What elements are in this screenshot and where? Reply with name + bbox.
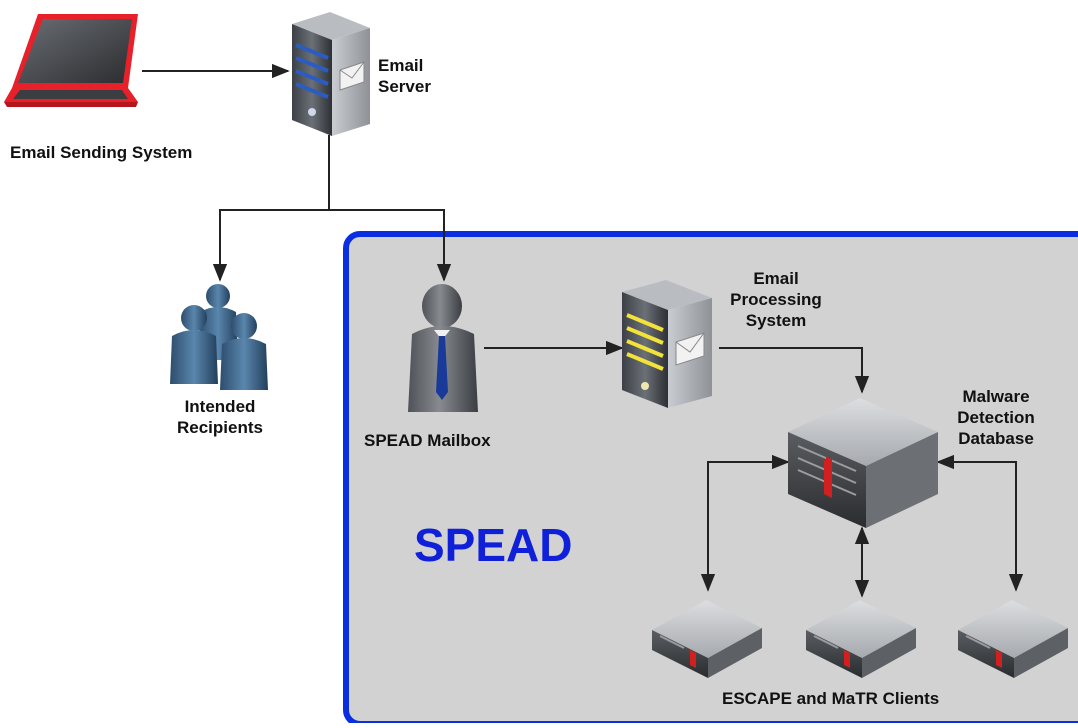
malware-label-line3: Database [958,429,1034,448]
recipients-label: Intended Recipients [160,396,280,438]
processing-label-line1: Email [753,269,799,288]
email-server-icon [622,280,712,408]
clients-label: ESCAPE and MaTR Clients [722,689,940,708]
recipients-label-line2: Recipients [177,418,263,437]
laptop-icon [4,14,138,107]
arrow-database-client-left [700,454,790,592]
rack-server-icon [958,600,1068,678]
arrow-database-client-right [936,454,1024,592]
region-title: SPEAD [414,519,573,571]
sender-label: Email Sending System [10,143,193,162]
database-server-icon [788,398,938,528]
malware-label-line2: Detection [957,408,1035,427]
server-label-line2: Server [378,77,431,96]
arrow-to-mailbox [329,209,452,282]
recipients-label-line1: Intended [184,397,256,416]
processing-label-line3: System [745,311,807,330]
server-label: Email Server [378,55,431,97]
email-server-icon [292,12,370,136]
connectors [142,63,1024,598]
mailbox-label: SPEAD Mailbox [364,431,491,450]
malware-label-line1: Malware [962,387,1030,406]
people-group-icon [170,284,268,390]
arrow-processing-to-database [719,347,870,394]
rack-server-icon [652,600,762,678]
rack-server-icon [806,600,916,678]
server-label-line1: Email [378,56,424,75]
processing-label-line2: Processing [730,290,822,309]
malware-label: Malware Detection Database [946,386,1046,449]
arrow-to-recipients [212,209,329,282]
processing-label: Email Processing System [716,268,836,331]
person-icon [408,284,478,412]
